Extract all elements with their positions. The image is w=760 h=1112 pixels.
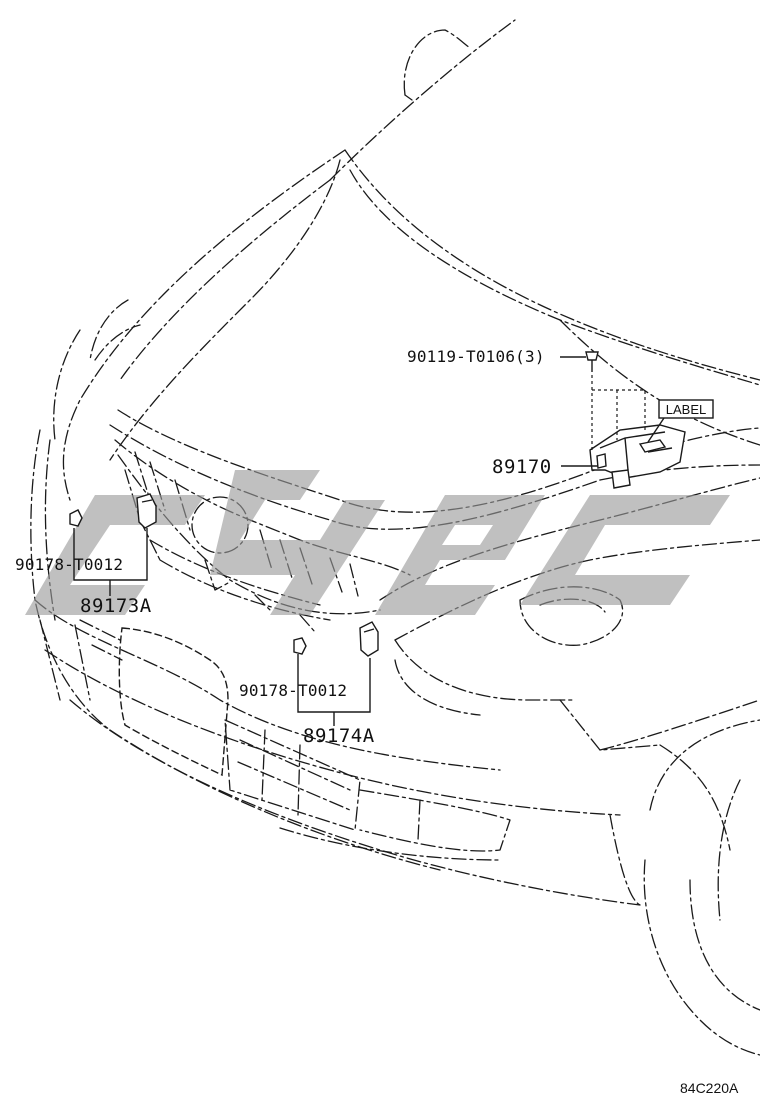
bolt-fastener xyxy=(585,351,599,372)
front-sensor-left xyxy=(136,493,157,529)
bolt-guide-lines xyxy=(591,375,646,452)
watermark-logo xyxy=(25,470,730,615)
front-sensor-right xyxy=(359,621,379,657)
callout-clip-left: 90178-T0012 xyxy=(15,555,123,574)
callout-sensor-left: 89173A xyxy=(80,595,152,617)
label-tag: LABEL xyxy=(647,399,714,443)
callout-ecu: 89170 xyxy=(492,456,552,478)
airbag-sensor-assembly xyxy=(589,424,686,489)
clip-right xyxy=(293,637,307,655)
callout-sensor-right: 89174A xyxy=(303,725,375,747)
vehicle-outline xyxy=(30,19,760,1056)
label-tag-text: LABEL xyxy=(666,402,706,417)
leader-lines xyxy=(73,356,598,726)
clip-left xyxy=(69,509,83,527)
figure-code: 84C220A xyxy=(680,1080,739,1096)
callout-bolt: 90119-T0106(3) xyxy=(407,347,545,366)
callout-clip-right: 90178-T0012 xyxy=(239,681,347,700)
